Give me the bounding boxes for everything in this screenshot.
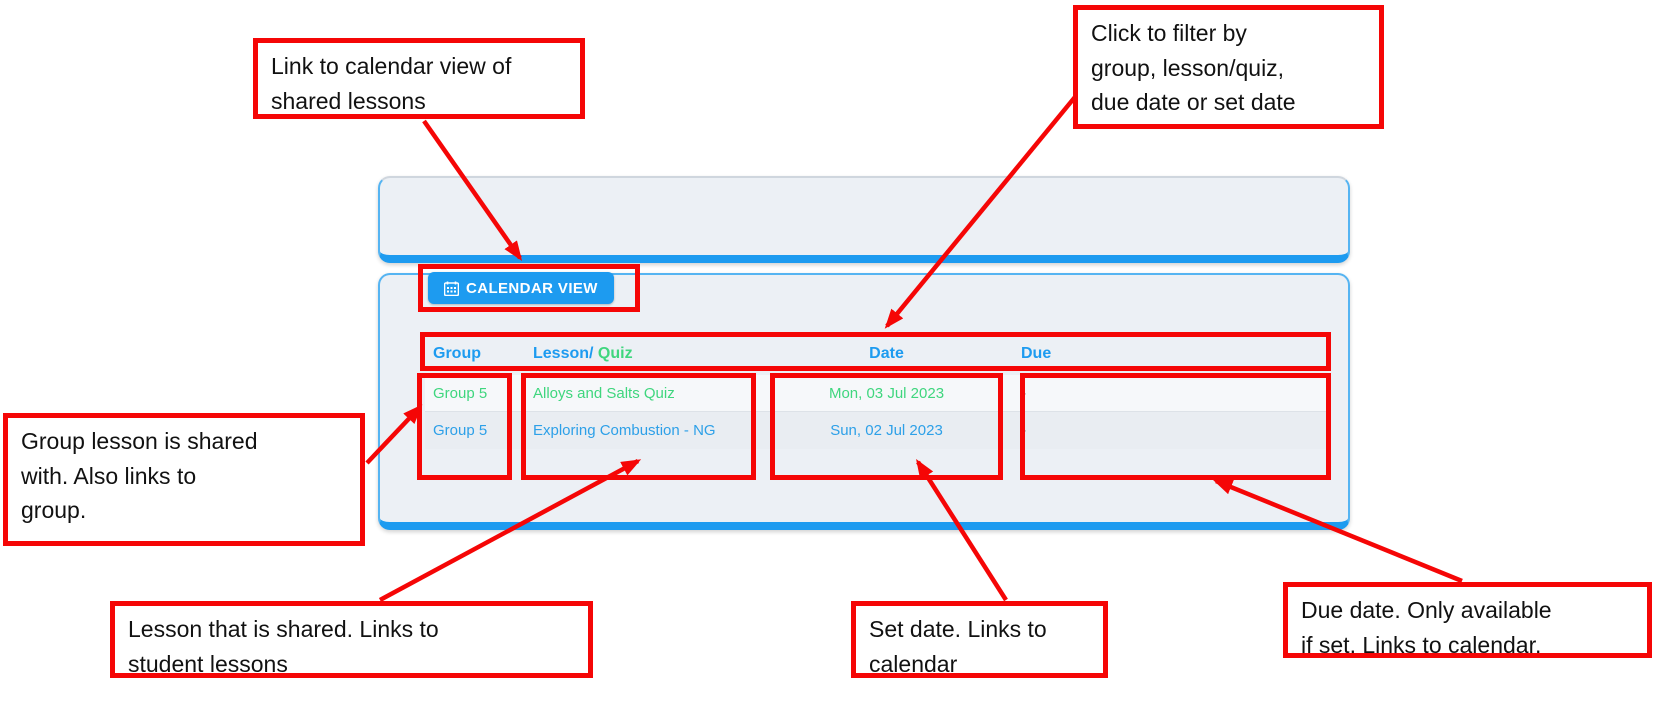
callout-calendar-view: Link to calendar view of shared lessons [253,38,585,119]
due-date-cell: - [1021,422,1026,439]
calendar-view-label: CALENDAR VIEW [466,279,598,297]
callout-set-date: Set date. Links to calendar [851,601,1108,678]
header-lesson-quiz[interactable]: Lesson/ Quiz [533,344,633,362]
set-date-link[interactable]: Mon, 03 Jul 2023 [828,384,945,402]
due-date-cell: - [1021,384,1026,402]
lesson-link[interactable]: Alloys and Salts Quiz [533,384,675,402]
callout-due-date: Due date. Only available if set. Links t… [1283,582,1652,658]
table-row: Group 5 Exploring Combustion - NG Sun, 0… [425,412,1331,449]
lesson-link[interactable]: Exploring Combustion - NG [533,422,716,439]
calendar-view-button[interactable]: CALENDAR VIEW [428,272,614,304]
callout-lesson: Lesson that is shared. Links to student … [110,601,593,678]
upper-panel [378,176,1350,263]
table-row: Group 5 Alloys and Salts Quiz Mon, 03 Ju… [425,375,1331,412]
callout-group: Group lesson is shared with. Also links … [3,413,365,546]
calendar-icon [444,281,459,296]
group-link[interactable]: Group 5 [433,422,488,439]
header-due[interactable]: Due [1021,344,1052,362]
table-header-row: Group Lesson/ Quiz Date Due [425,337,1331,371]
callout-filter: Click to filter by group, lesson/quiz, d… [1073,5,1384,129]
group-link[interactable]: Group 5 [433,384,488,402]
header-group[interactable]: Group [433,344,481,362]
header-date[interactable]: Date [869,344,904,362]
set-date-link[interactable]: Sun, 02 Jul 2023 [830,422,943,439]
